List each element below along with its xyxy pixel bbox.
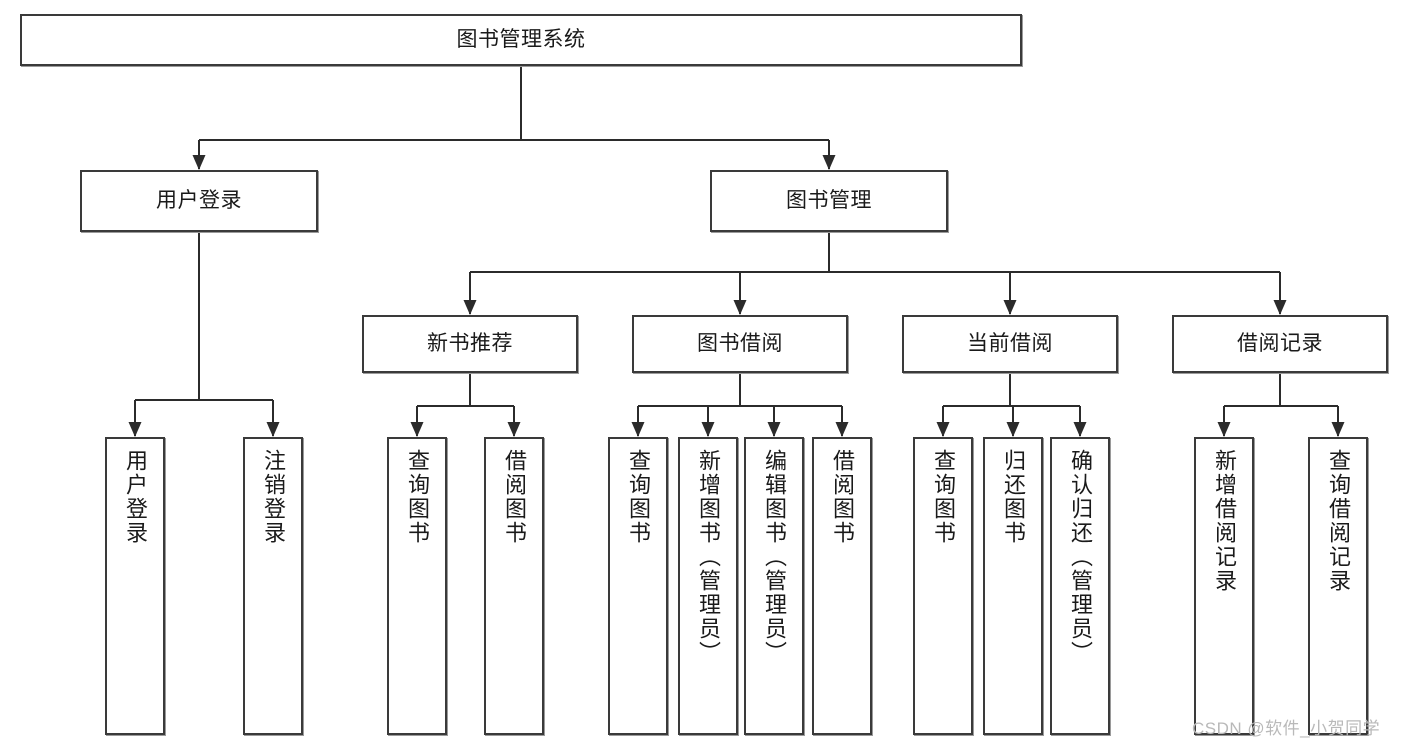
node-label: 借阅记录 [1237, 331, 1323, 355]
node-label: 编辑图书（管理员） [762, 449, 787, 665]
arrow-head-icon [822, 155, 836, 170]
node-label: 当前借阅 [967, 331, 1053, 355]
node-label: 查询图书 [626, 449, 651, 545]
node-label: 新增借阅记录 [1212, 449, 1237, 593]
node-label: 图书管理系统 [456, 27, 586, 51]
node-label: 图书借阅 [697, 331, 783, 355]
node-leaf-add-book[interactable]: 新增图书（管理员） [678, 437, 738, 735]
arrow-head-icon [192, 155, 206, 170]
node-label: 借阅图书 [502, 449, 527, 545]
arrow-head-icon [733, 300, 747, 315]
node-leaf-edit-book[interactable]: 编辑图书（管理员） [744, 437, 804, 735]
node-label: 注销登录 [261, 449, 286, 545]
arrow-head-icon [1273, 300, 1287, 315]
node-label: 用户登录 [156, 188, 242, 212]
node-label: 查询图书 [405, 449, 430, 545]
arrow-head-icon [835, 422, 849, 437]
node-leaf-logout[interactable]: 注销登录 [243, 437, 303, 735]
node-label: 新增图书（管理员） [696, 449, 721, 665]
arrow-head-icon [1217, 422, 1231, 437]
node-leaf-query-book-3[interactable]: 查询图书 [913, 437, 973, 735]
node-label: 用户登录 [123, 449, 148, 545]
arrow-head-icon [266, 422, 280, 437]
arrow-head-icon [507, 422, 521, 437]
arrow-head-icon [410, 422, 424, 437]
node-label: 确认归还（管理员） [1068, 449, 1093, 665]
node-user-login[interactable]: 用户登录 [80, 170, 318, 232]
node-book-manage[interactable]: 图书管理 [710, 170, 948, 232]
arrow-head-icon [701, 422, 715, 437]
node-label: 查询图书 [931, 449, 956, 545]
arrow-head-icon [767, 422, 781, 437]
node-current-borrow[interactable]: 当前借阅 [902, 315, 1118, 373]
arrow-head-icon [936, 422, 950, 437]
node-leaf-user-login[interactable]: 用户登录 [105, 437, 165, 735]
arrow-head-icon [631, 422, 645, 437]
node-label: 查询借阅记录 [1326, 449, 1351, 593]
node-borrow-record[interactable]: 借阅记录 [1172, 315, 1388, 373]
node-leaf-return-book[interactable]: 归还图书 [983, 437, 1043, 735]
arrow-head-icon [1331, 422, 1345, 437]
node-leaf-add-record[interactable]: 新增借阅记录 [1194, 437, 1254, 735]
node-label: 归还图书 [1001, 449, 1026, 545]
node-new-book-rec[interactable]: 新书推荐 [362, 315, 578, 373]
arrow-head-icon [1006, 422, 1020, 437]
arrow-head-icon [1073, 422, 1087, 437]
node-leaf-borrow-book-2[interactable]: 借阅图书 [812, 437, 872, 735]
node-leaf-confirm-return[interactable]: 确认归还（管理员） [1050, 437, 1110, 735]
arrow-head-icon [463, 300, 477, 315]
node-leaf-query-book-1[interactable]: 查询图书 [387, 437, 447, 735]
node-root[interactable]: 图书管理系统 [20, 14, 1022, 66]
node-leaf-borrow-book-1[interactable]: 借阅图书 [484, 437, 544, 735]
node-label: 新书推荐 [427, 331, 513, 355]
arrow-head-icon [128, 422, 142, 437]
arrow-head-icon [1003, 300, 1017, 315]
node-label: 借阅图书 [830, 449, 855, 545]
node-book-borrow[interactable]: 图书借阅 [632, 315, 848, 373]
node-leaf-query-record[interactable]: 查询借阅记录 [1308, 437, 1368, 735]
node-leaf-query-book-2[interactable]: 查询图书 [608, 437, 668, 735]
node-label: 图书管理 [786, 188, 872, 212]
